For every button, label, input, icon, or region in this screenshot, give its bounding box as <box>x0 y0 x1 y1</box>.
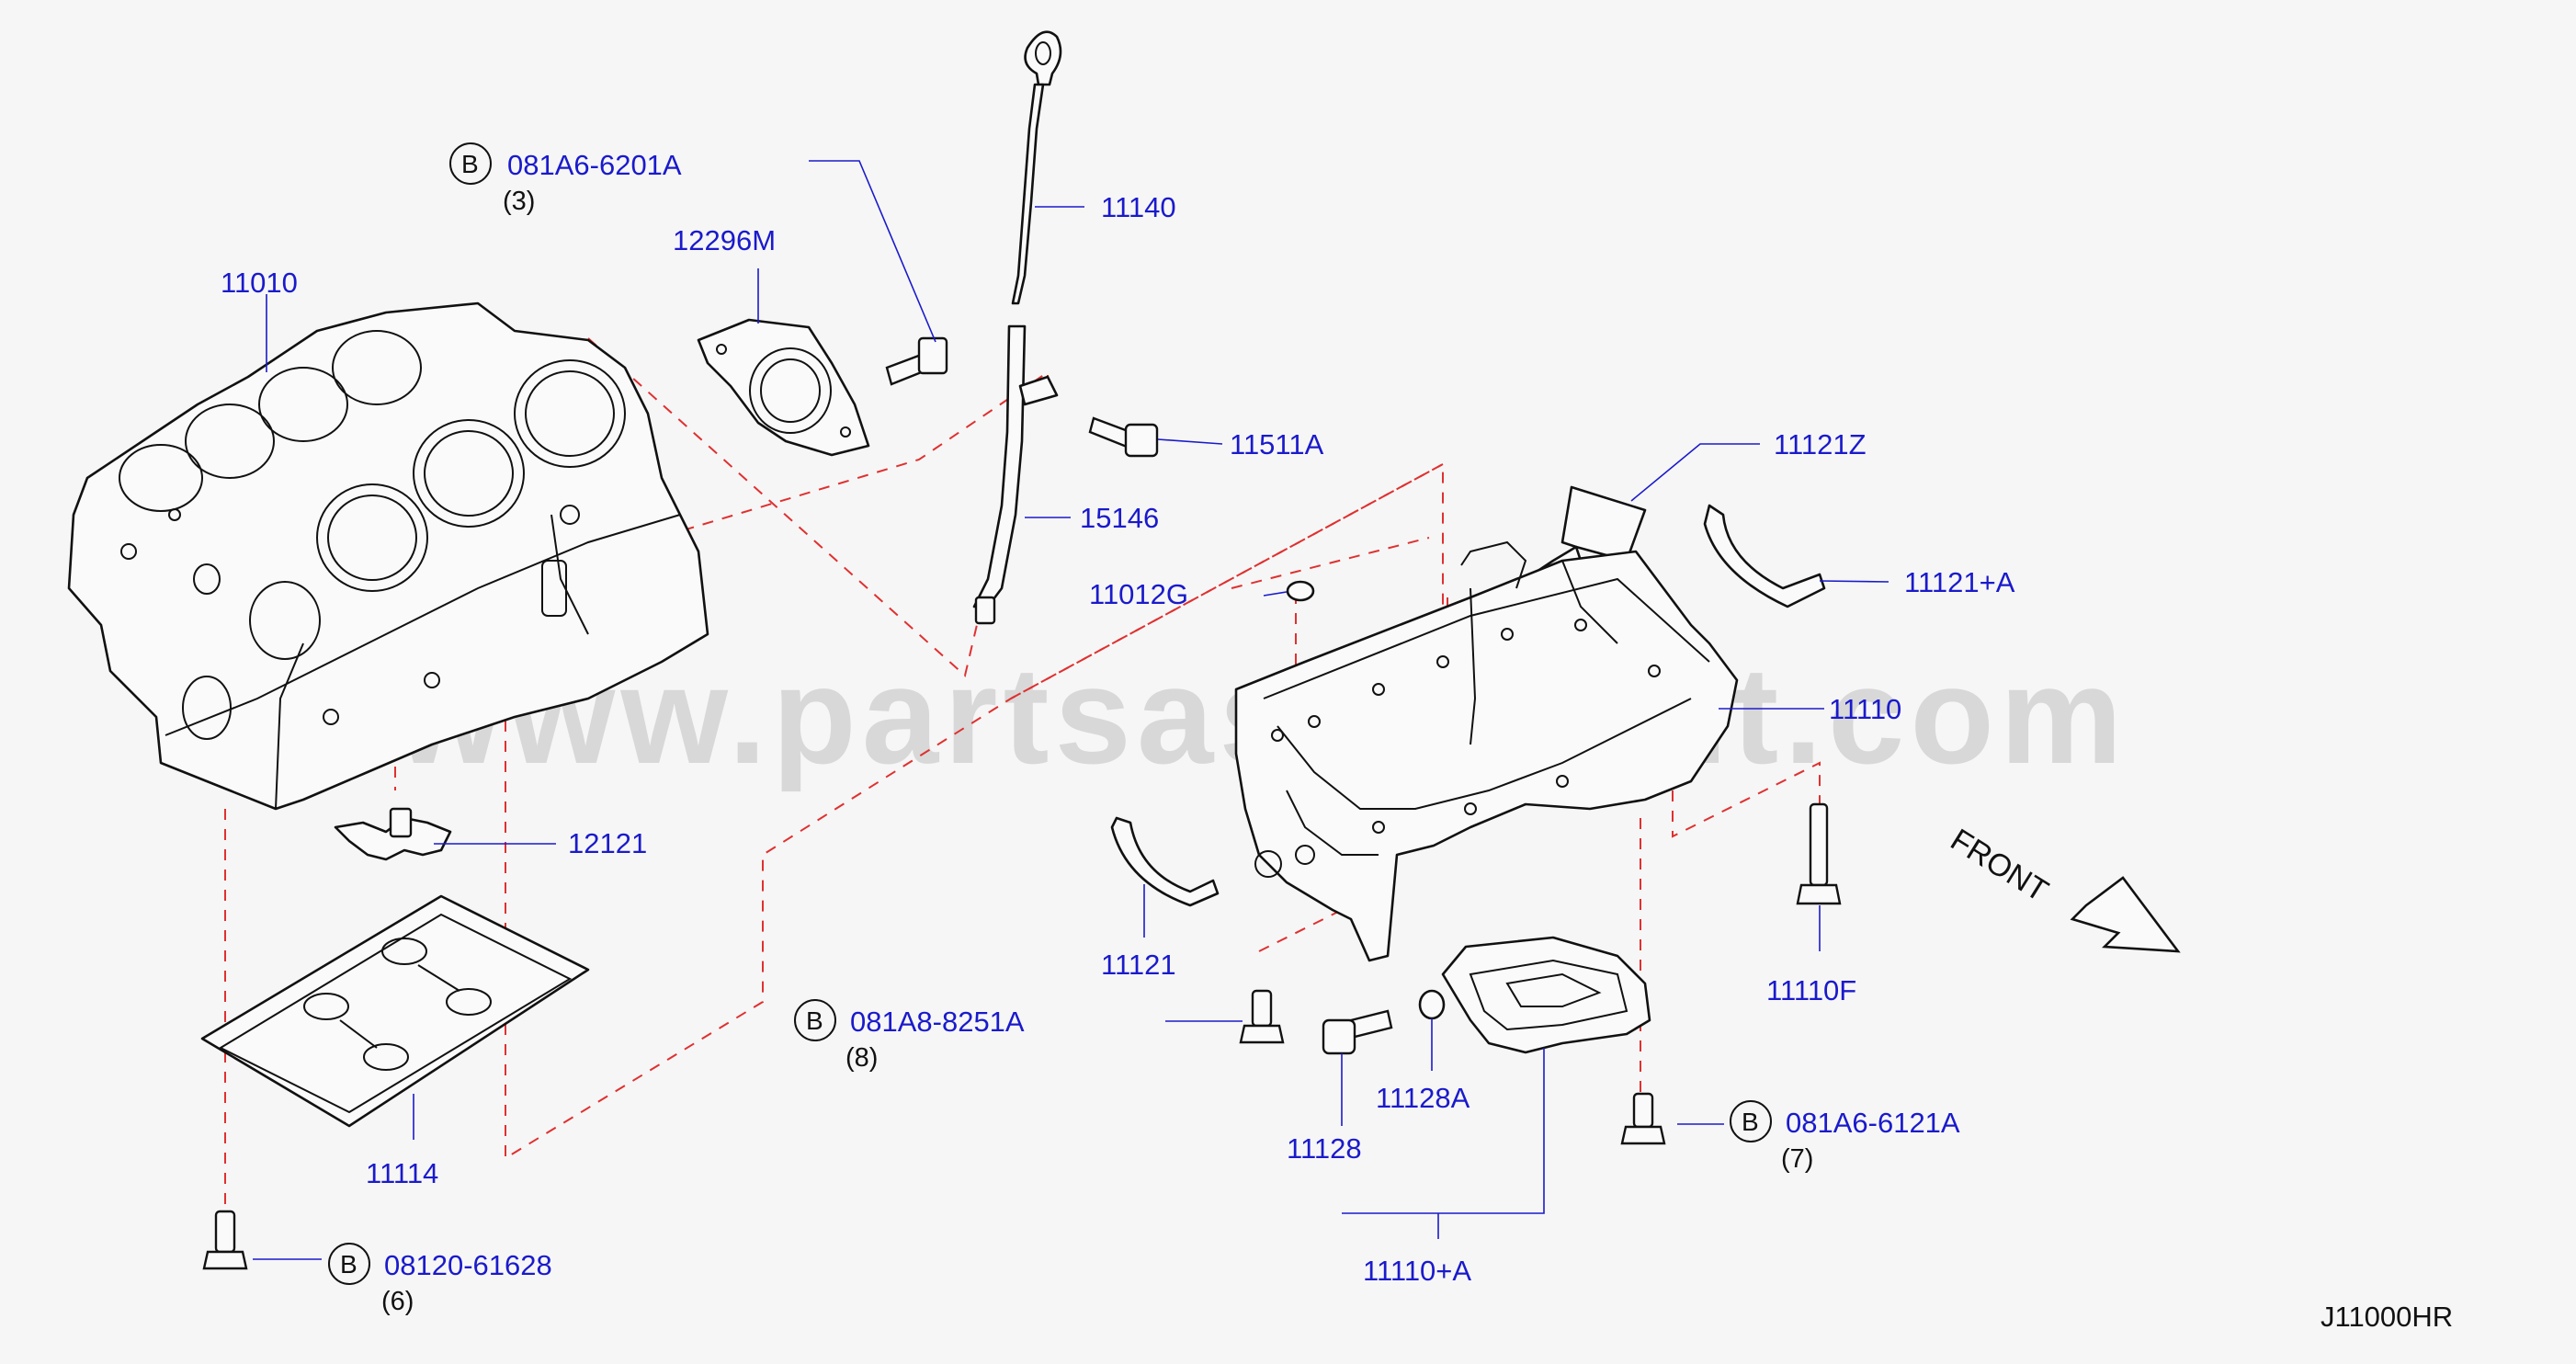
drain-washer-drawing <box>1418 989 1446 1020</box>
label-11128[interactable]: 11128 <box>1287 1132 1362 1165</box>
dipstick-drawing <box>1011 30 1062 305</box>
front-arrow-icon <box>2070 876 2181 953</box>
long-bolt-drawing <box>1796 802 1842 905</box>
drain-plug-drawing <box>1322 1009 1393 1055</box>
stiffener-plate-drawing <box>200 894 590 1128</box>
retainer-bolt-drawing <box>885 336 948 386</box>
bolt-callout-2[interactable]: B 081A8-8251A (8) <box>794 999 1025 1073</box>
circle-b-icon <box>328 1243 370 1285</box>
label-11110a[interactable]: 11110+A <box>1363 1255 1471 1287</box>
bolt-qty-8: (8) <box>845 1043 878 1073</box>
bolt-callout-4[interactable]: B 08120-61628 (6) <box>328 1243 552 1316</box>
seal-retainer-drawing <box>697 318 870 457</box>
front-label: FRONT <box>1945 823 2054 909</box>
circle-b-letter: B <box>340 1250 357 1279</box>
lower-oil-pan-drawing <box>1441 936 1651 1054</box>
bracket-a-drawing <box>1703 504 1826 608</box>
label-11110f[interactable]: 11110F <box>1766 974 1856 1006</box>
label-11121[interactable]: 11121 <box>1101 949 1176 981</box>
circle-b-letter: B <box>1742 1108 1759 1136</box>
washer-drawing <box>1286 580 1315 602</box>
label-11511a[interactable]: 11511A <box>1230 428 1324 460</box>
label-11012g[interactable]: 11012G <box>1089 578 1188 610</box>
upper-oil-pan-drawing <box>1234 540 1739 962</box>
bolt-code-081a6-6121a[interactable]: 081A6-6121A <box>1786 1107 1960 1139</box>
bracket-drawing <box>1110 816 1220 907</box>
block-bolt-drawing <box>202 1210 248 1270</box>
bolt-callout-1[interactable]: B 081A6-6201A (3) <box>449 142 682 216</box>
diagram-code: J11000HR <box>2321 1301 2453 1333</box>
circle-b-icon <box>1730 1100 1772 1142</box>
dipstick-tube-drawing <box>972 324 1059 625</box>
circle-b-letter: B <box>806 1006 823 1035</box>
bolt-qty-6: (6) <box>381 1287 414 1316</box>
label-12296m[interactable]: 12296M <box>673 224 776 256</box>
pan-bolt-a-drawing <box>1239 989 1285 1044</box>
assembly-dashed-lines <box>224 337 1821 1241</box>
label-11010[interactable]: 11010 <box>221 267 298 299</box>
label-11121z[interactable]: 11121Z <box>1774 428 1867 460</box>
cylinder-block-drawing <box>67 301 709 811</box>
circle-b-icon <box>794 999 836 1041</box>
part-labels: 11010 12296M 11140 11511A 15146 11012G 1… <box>221 191 2015 1287</box>
label-15146[interactable]: 15146 <box>1080 502 1159 534</box>
label-11140[interactable]: 11140 <box>1101 191 1176 223</box>
label-11128a[interactable]: 11128A <box>1376 1082 1470 1114</box>
bolt-qty-7: (7) <box>1781 1144 1813 1174</box>
tube-bolt-drawing <box>1088 416 1159 458</box>
label-11114[interactable]: 11114 <box>366 1157 438 1189</box>
label-11110[interactable]: 11110 <box>1829 693 1901 725</box>
label-11121a[interactable]: 11121+A <box>1904 566 2015 598</box>
bolt-qty-3: (3) <box>503 187 535 216</box>
label-12121[interactable]: 12121 <box>568 827 647 859</box>
front-arrow: FRONT <box>1945 823 2181 953</box>
bolt-code-08120-61628[interactable]: 08120-61628 <box>384 1249 552 1281</box>
bolt-callout-3[interactable]: B 081A6-6121A (7) <box>1730 1100 1960 1174</box>
bolt-code-081a6-6201a[interactable]: 081A6-6201A <box>507 149 682 181</box>
bracket-12121-drawing <box>334 807 452 861</box>
bolt-code-081a8-8251a[interactable]: 081A8-8251A <box>850 1006 1025 1038</box>
circle-b-icon <box>449 142 492 185</box>
circle-b-letter: B <box>461 150 479 178</box>
leader-lines <box>253 160 1889 1260</box>
pan-bolt-b-drawing <box>1620 1092 1666 1145</box>
